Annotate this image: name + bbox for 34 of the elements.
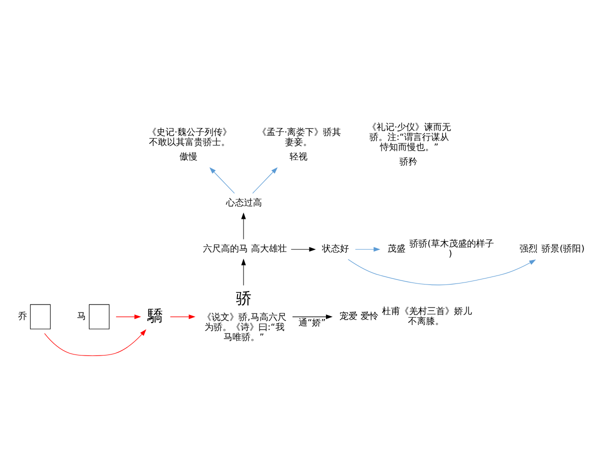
arrow [209, 166, 235, 194]
node-text: 六尺高的马 高大雄壮 [203, 244, 287, 254]
node-text: 心态过高 [226, 198, 262, 208]
arrow [241, 212, 246, 240]
arrow [355, 246, 380, 252]
arrow [241, 258, 246, 286]
edge-label: 通“娇” [298, 318, 326, 328]
node-box [88, 304, 110, 329]
arrow [348, 258, 536, 285]
node-text: 轻视 [290, 152, 308, 162]
node-label: 乔 [18, 311, 28, 322]
node-label: 《说文》骄,马高六尺为骄。《诗》曰:“我马唯骄。” [202, 312, 286, 343]
arrow [170, 314, 196, 319]
arrow [44, 328, 146, 356]
node-text: 驕 [148, 306, 164, 324]
node-text: 骄矜 [400, 156, 418, 167]
arrow [252, 166, 278, 194]
arrow [290, 246, 316, 252]
node-label: 骄骄(草木茂盛的样子) [410, 238, 494, 259]
node-label: 《史记·魏公子列传》不敢以其富贵骄士。 [148, 127, 232, 148]
node-text: 宠爱 爱怜 [340, 311, 378, 322]
node-label: 马 [76, 311, 86, 322]
arrow [292, 314, 333, 319]
node-text: 茂盛 [387, 244, 406, 254]
node-text: 状态好 [322, 244, 349, 254]
node-label: 骄景(骄阳) [542, 244, 585, 254]
node-box [30, 304, 51, 329]
node-text: 傲慢 [180, 152, 198, 162]
node-text: 强烈 [519, 244, 538, 254]
node-label: 杜甫《羌村三首》娇儿不离膝。 [382, 306, 472, 326]
node-text: 骄 [236, 289, 252, 308]
node-label: 《礼记·少仪》谏而无骄。注:“谓言行谋从恃知而慢也。” [367, 122, 452, 152]
node-label: 《孟子·离娄下》骄其妻妾。 [257, 127, 342, 148]
arrow [116, 314, 142, 319]
